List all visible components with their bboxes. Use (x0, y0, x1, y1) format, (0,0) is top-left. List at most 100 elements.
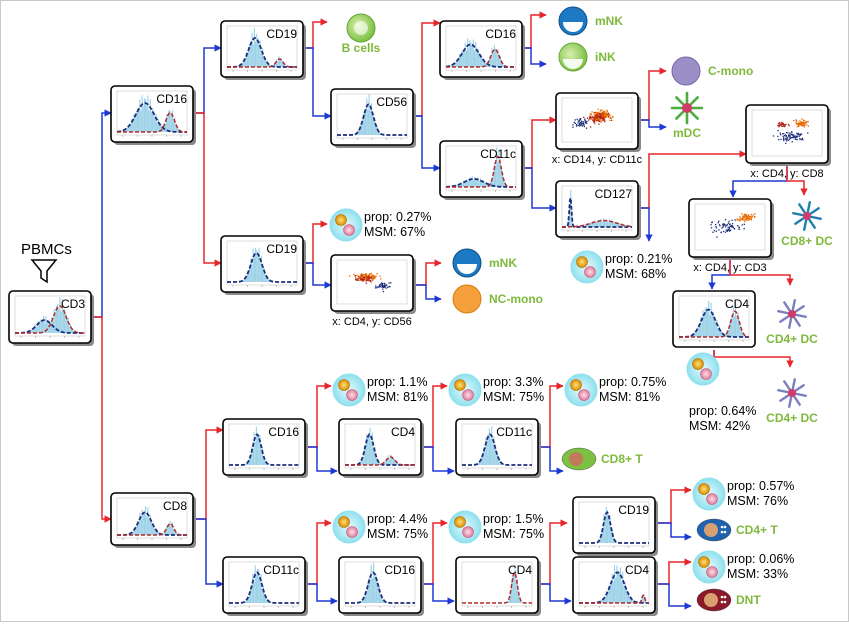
root-label: PBMCs (21, 241, 72, 258)
histogram-bar (362, 124, 363, 135)
scatter-point (788, 124, 789, 125)
scatter-point (588, 120, 589, 121)
scatter-point (798, 134, 799, 135)
gate-panel-cd8: CD8 (111, 493, 196, 548)
scatter-point (358, 280, 359, 281)
histogram-bar (699, 326, 700, 337)
histogram-bar (147, 96, 148, 132)
prop-value: prop: 0.21% (605, 252, 672, 266)
scatter-point (587, 118, 588, 119)
histogram-bar (621, 581, 622, 603)
negative-branch-arrow (423, 584, 454, 601)
histogram-bar (245, 464, 246, 465)
histogram-bar (497, 454, 498, 465)
scatter-point (369, 280, 370, 281)
cell-type-label: CD8+ DC (781, 234, 833, 248)
scatter-point (742, 224, 743, 225)
histogram-bar (255, 441, 256, 465)
histogram-bar (38, 324, 39, 333)
histogram-bar (720, 331, 721, 337)
prop-value: prop: 1.1% (367, 375, 427, 389)
histogram-bar (473, 40, 474, 67)
scatter-point (728, 229, 729, 230)
gate-panel-cd16b: CD16 (440, 21, 525, 80)
negative-branch-arrow (415, 285, 441, 299)
scatter-point (808, 121, 809, 122)
histogram-bar (457, 185, 458, 187)
scatter-point (597, 109, 598, 110)
histogram-bar (151, 521, 152, 535)
histogram-bar (249, 268, 250, 282)
scatter-point (599, 116, 600, 117)
root-node: PBMCs (21, 241, 72, 282)
histogram-bar (482, 457, 483, 465)
scatter-point (718, 222, 719, 223)
histogram-bar (253, 44, 254, 67)
scatter-point (584, 126, 585, 127)
negative-branch-arrow (415, 116, 440, 168)
scatter-point (593, 116, 594, 117)
gate-panel-cd11ca: CD11c (440, 141, 525, 200)
scatter-point (595, 115, 596, 116)
cell-type-bcells: B cells (342, 14, 381, 55)
scatter-point (803, 122, 804, 123)
panel-marker-label: CD4 (508, 563, 532, 577)
scatter-point (572, 124, 573, 125)
histogram-bar (491, 426, 492, 465)
scatter-point (375, 276, 376, 277)
histogram-bar (451, 65, 452, 67)
histogram-bar (166, 527, 167, 535)
mixed-population-icon (693, 551, 725, 583)
scatter-point (390, 282, 391, 283)
histogram-bar (370, 111, 371, 135)
scatter-point (731, 220, 732, 221)
histogram-bar (713, 312, 714, 337)
histogram-bar (145, 506, 146, 535)
scatter-point (724, 224, 725, 225)
histogram-bar (493, 53, 494, 67)
scatter-point (594, 119, 595, 120)
scatter-point (718, 221, 719, 222)
histogram-bar (607, 593, 608, 603)
histogram-bar (391, 455, 392, 465)
scatter-point (361, 275, 362, 276)
positive-branch-arrow (195, 113, 221, 263)
histogram-bar (619, 573, 620, 603)
scatter-point (808, 126, 809, 127)
unresolved-population: prop: 1.1%MSM: 81% (333, 374, 428, 406)
histogram-bar (472, 46, 473, 67)
scatter-point (597, 113, 598, 114)
negative-branch-arrow (195, 48, 221, 113)
scatter-point (603, 113, 604, 114)
histogram-bar (510, 594, 511, 603)
negative-branch-arrow (540, 447, 563, 471)
panel-axis-caption: x: CD4, y: CD3 (693, 262, 766, 274)
scatter-point (780, 134, 781, 135)
scatter-point (605, 113, 606, 114)
cell-type-ink: iNK (559, 43, 616, 71)
scatter-point (802, 139, 803, 140)
scatter-point (597, 114, 598, 115)
scatter-point (793, 120, 794, 121)
histogram-bar (31, 329, 32, 333)
histogram-bar (614, 565, 615, 603)
scatter-point (788, 125, 789, 126)
histogram-bar (150, 99, 151, 132)
scatter-point (364, 277, 365, 278)
scatter-point (799, 136, 800, 137)
prop-value: prop: 0.06% (727, 552, 794, 566)
unresolved-population: prop: 1.5%MSM: 75% (449, 511, 544, 543)
scatter-point (797, 126, 798, 127)
cell-type-dnt: DNT (697, 589, 761, 611)
panel-marker-label: CD4 (725, 297, 749, 311)
histogram-bar (372, 113, 373, 135)
scatter-point (737, 219, 738, 220)
gate-panel-cd19b: CD19 (221, 236, 306, 295)
scatter-point (602, 118, 603, 119)
scatter-point (791, 137, 792, 138)
histogram-bar (278, 56, 279, 67)
scatter-point (375, 277, 376, 278)
scatter-point (714, 230, 715, 231)
